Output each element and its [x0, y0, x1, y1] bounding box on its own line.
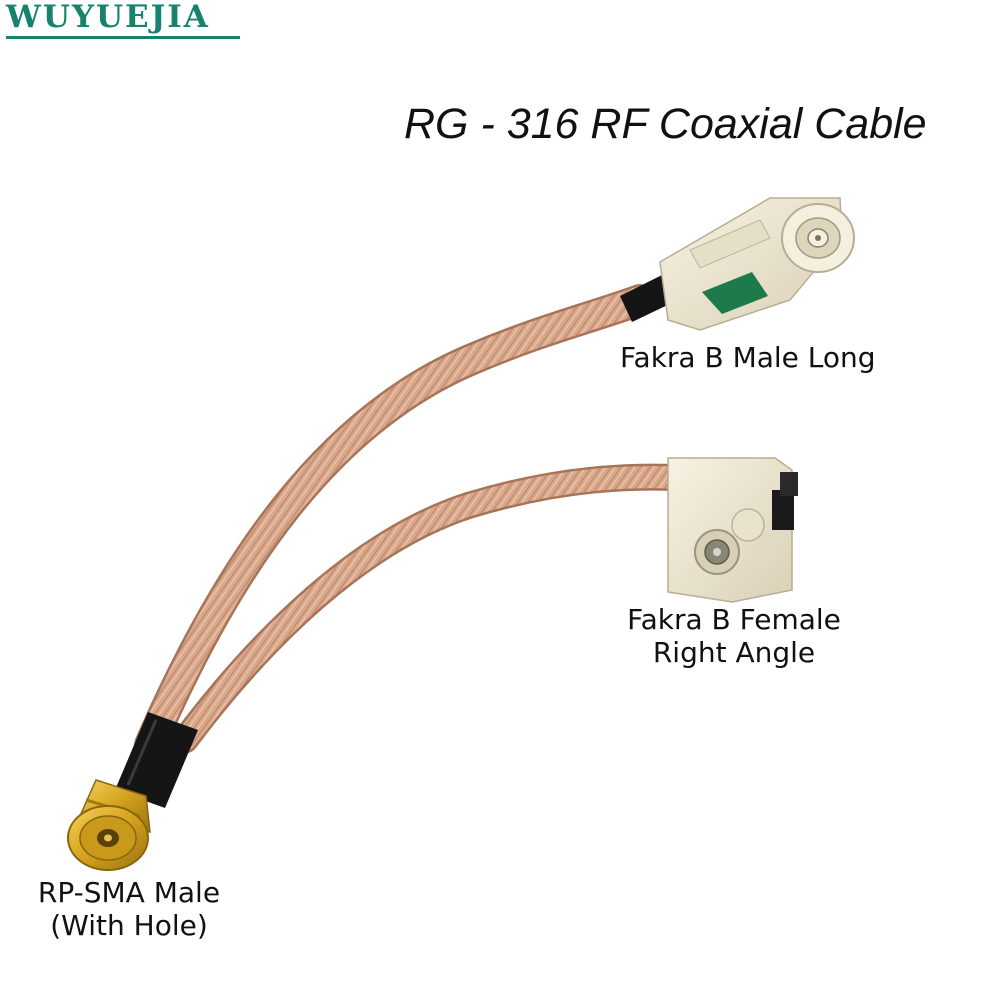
label-fakra-female-ra: Fakra B Female Right Angle [620, 603, 848, 669]
product-title: RG - 316 RF Coaxial Cable [404, 100, 927, 148]
cable-long [134, 284, 656, 761]
brand-logo: WUYUEJIA [6, 0, 210, 35]
fakra-male-long-connector [659, 197, 855, 331]
fakra-female-ra-connector [667, 457, 798, 603]
label-fakra-female-line1: Fakra B Female [627, 603, 841, 636]
label-rp-sma-line1: RP-SMA Male [37, 876, 221, 909]
rp-sma-connector [67, 779, 151, 871]
label-rp-sma: RP-SMA Male (With Hole) [24, 876, 234, 942]
label-fakra-male-long: Fakra B Male Long [620, 341, 876, 374]
cable-short [171, 463, 704, 754]
brand-underline [6, 36, 240, 39]
label-fakra-female-line2: Right Angle [652, 636, 816, 669]
heat-shrink-sma [115, 712, 198, 808]
label-rp-sma-line2: (With Hole) [50, 909, 208, 942]
